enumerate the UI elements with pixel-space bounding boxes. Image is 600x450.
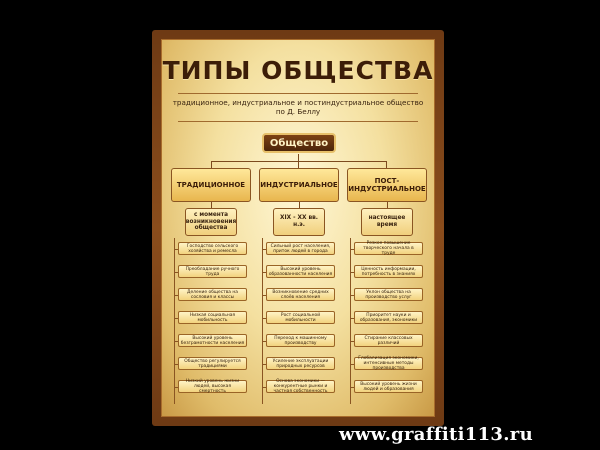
- title-divider: [178, 93, 418, 94]
- column-period: с момента возникновения общества: [185, 208, 237, 236]
- feature-box: Возникновение средних слоёв населения: [262, 288, 335, 301]
- branch-left: [211, 161, 212, 168]
- feature-box: Господство сельского хозяйства и ремесла: [174, 242, 247, 255]
- feature-box: Резкое повышение творческого начала в тр…: [350, 241, 423, 256]
- feature-box: Усиление эксплуатации природных ресурсов: [262, 357, 335, 370]
- feature-box: Общество регулируется традициями: [174, 357, 247, 370]
- column-period: настоящее время: [361, 208, 413, 236]
- feature-box: Ценность информации, потребность в знани…: [350, 265, 423, 278]
- column-period: XIX - XX вв. н.э.: [273, 208, 325, 236]
- column-spine: [350, 238, 351, 404]
- feature-box: Низкий уровень жизни людей, высокая смер…: [174, 379, 247, 394]
- header-connector: [211, 202, 212, 208]
- column-spine: [174, 238, 175, 404]
- feature-box: Высокий уровень безграмотности населения: [174, 334, 247, 347]
- branch-right: [386, 161, 387, 168]
- feature-box: Приоритет науки и образования, экономики: [350, 311, 423, 324]
- feature-box: Переход к машинному производству: [262, 334, 335, 347]
- feature-box: Низкая социальная мобильность: [174, 311, 247, 324]
- header-connector: [387, 202, 388, 208]
- feature-box: Рост социальной мобильности: [262, 311, 335, 324]
- column-spine: [262, 238, 263, 404]
- feature-box: Высокий уровень жизни людей и образовани…: [350, 380, 423, 393]
- column-header: ТРАДИЦИОННОЕ: [171, 168, 251, 202]
- feature-box: Деление общества на сословия и классы: [174, 288, 247, 301]
- feature-box: Основа экономики — конкурентные рынки и …: [262, 379, 335, 394]
- root-node: Общество: [262, 133, 336, 153]
- root-connector: [298, 154, 299, 161]
- column-header: ПОСТ-ИНДУСТРИАЛЬНОЕ: [347, 168, 427, 202]
- subtitle-divider: [178, 121, 418, 122]
- branch-connector: [211, 161, 387, 162]
- feature-box: Стирание классовых различий: [350, 334, 423, 347]
- watermark-url: www.graffiti113.ru: [339, 424, 533, 445]
- poster-parchment: ТИПЫ ОБЩЕСТВА традиционное, индустриальн…: [161, 39, 435, 417]
- poster-subtitle: традиционное, индустриальное и постиндус…: [172, 98, 424, 116]
- feature-box: Высокий уровень образованности населения: [262, 265, 335, 278]
- feature-box: Уклон общества на производство услуг: [350, 288, 423, 301]
- column-header: ИНДУСТРИАЛЬНОЕ: [259, 168, 339, 202]
- feature-box: Глобализация экономики, интенсивные мето…: [350, 356, 423, 371]
- header-connector: [299, 202, 300, 208]
- poster: ТИПЫ ОБЩЕСТВА традиционное, индустриальн…: [152, 30, 444, 426]
- feature-box: Сильный рост населения, приток людей в г…: [262, 242, 335, 255]
- feature-box: Преобладание ручного труда: [174, 265, 247, 278]
- branch-middle: [298, 161, 299, 168]
- poster-title: ТИПЫ ОБЩЕСТВА: [162, 56, 434, 85]
